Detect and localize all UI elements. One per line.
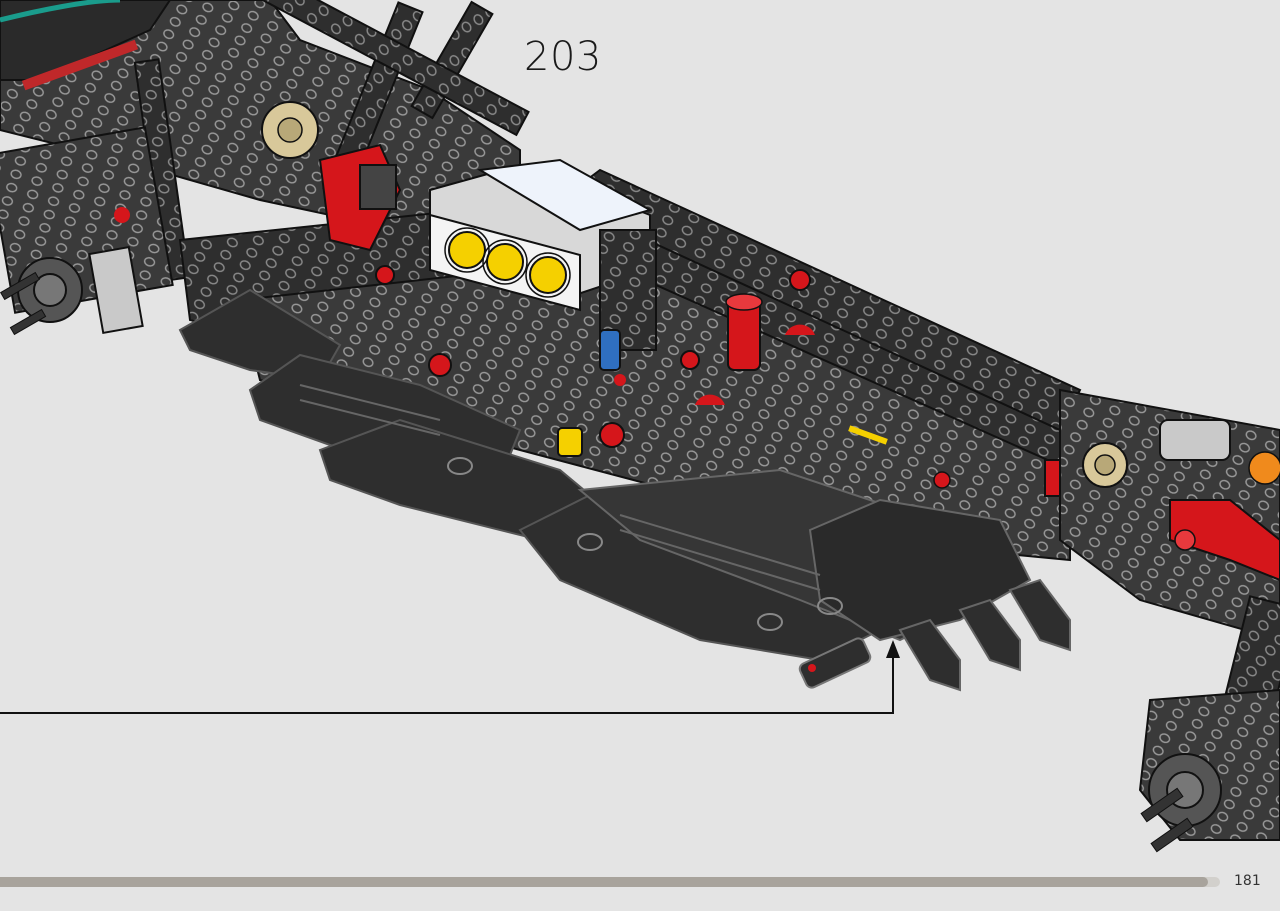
right-chassis-and-hub xyxy=(1059,388,1280,853)
callout-pointer xyxy=(0,640,900,714)
step-number: 203 xyxy=(524,34,602,80)
engine-block xyxy=(429,158,657,351)
colored-pins xyxy=(557,329,888,457)
progress-bar xyxy=(0,877,1220,887)
left-wheel-hub xyxy=(0,126,174,336)
red-technic-parts xyxy=(318,143,1072,497)
floor-panels xyxy=(178,288,1071,692)
progress-bar-fill xyxy=(0,877,1208,887)
arrow-up-icon xyxy=(886,640,900,658)
page-number: 181 xyxy=(1234,873,1261,889)
